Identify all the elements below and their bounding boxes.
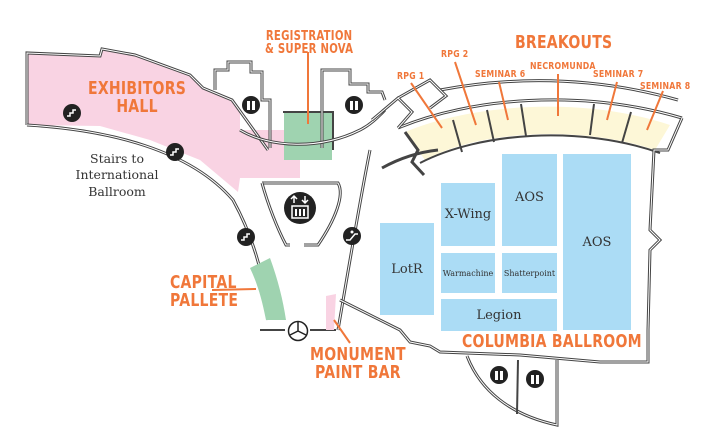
room-aos-1[interactable]: AOS: [502, 154, 557, 246]
escalator-icon: [343, 227, 361, 245]
breakouts-area[interactable]: [405, 106, 670, 160]
restroom-icon: [490, 366, 508, 384]
exhibitors-hall-area[interactable]: [27, 49, 300, 192]
registration-label: REGISTRATION& SUPER NOVA: [265, 30, 353, 56]
room-aos-2[interactable]: AOS: [563, 154, 631, 330]
restroom-icon: [526, 370, 544, 388]
breakout-room-necromunda: NECROMUNDA: [530, 61, 596, 72]
elevator-icon: [284, 192, 316, 224]
room-warmachine-label: Warmachine: [442, 268, 494, 278]
columbia-ballroom-label: COLUMBIA BALLROOM: [462, 331, 642, 352]
capital-pallete-area[interactable]: [250, 258, 286, 320]
room-shatterpoint-label: Shatterpoint: [503, 268, 556, 278]
restroom-icon: [242, 96, 260, 114]
stairs-icon: [63, 104, 81, 122]
breakout-room-rpg1: RPG 1: [397, 71, 425, 82]
room-lotr[interactable]: LotR: [380, 223, 434, 315]
stairs-icon: [237, 228, 255, 246]
revolving-door-icon: [287, 320, 309, 342]
room-legion[interactable]: Legion: [441, 299, 557, 331]
room-xwing[interactable]: X-Wing: [441, 183, 495, 246]
room-legion-label: Legion: [476, 307, 522, 323]
breakouts-label: BREAKOUTS: [515, 32, 613, 53]
stairs-icon: [166, 143, 184, 161]
breakout-room-seminar8: SEMINAR 8: [640, 81, 691, 92]
room-aos-2-label: AOS: [582, 234, 612, 250]
restroom-icon: [345, 96, 363, 114]
breakout-room-seminar6: SEMINAR 6: [475, 69, 526, 80]
registration-text: REGISTRATION& SUPER NOVA: [265, 29, 354, 57]
monument-paint-bar-area[interactable]: [326, 294, 336, 330]
room-lotr-label: LotR: [391, 261, 423, 277]
breakout-room-rpg2: RPG 2: [441, 49, 469, 60]
breakout-room-seminar7: SEMINAR 7: [593, 69, 644, 80]
room-warmachine[interactable]: Warmachine: [441, 253, 495, 293]
room-xwing-label: X-Wing: [444, 207, 492, 222]
room-aos-1-label: AOS: [515, 190, 544, 205]
room-shatterpoint[interactable]: Shatterpoint: [502, 253, 557, 293]
